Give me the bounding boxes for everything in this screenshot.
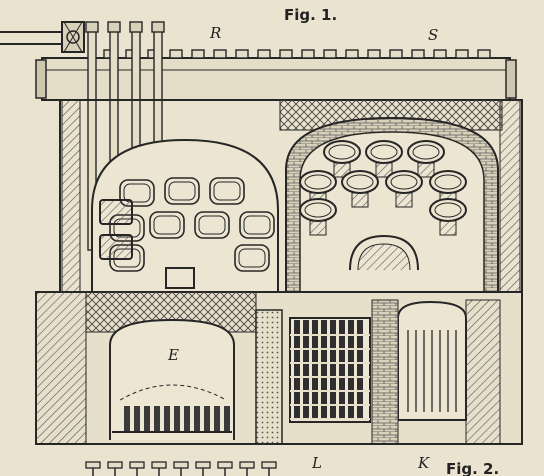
left-grate [112, 406, 232, 433]
steam-pipe [0, 21, 85, 53]
furnace-base [35, 291, 523, 445]
label-r: R [209, 24, 221, 42]
left-tube-ends [99, 177, 275, 272]
right-tube-ends [299, 140, 467, 236]
left-tube-header [91, 138, 279, 292]
label-s: S [428, 26, 438, 44]
label-k: K [417, 454, 430, 472]
label-l: L [311, 454, 322, 472]
fig2-label: Fig. 2. [446, 460, 499, 476]
label-e: E [167, 346, 179, 364]
vessel-staves [407, 330, 457, 412]
fig2-fragment [85, 461, 277, 476]
tube-bank [289, 317, 371, 423]
right-tube-chamber [285, 116, 499, 292]
fig1-label: Fig. 1. [284, 6, 337, 24]
steam-drum [35, 49, 517, 101]
